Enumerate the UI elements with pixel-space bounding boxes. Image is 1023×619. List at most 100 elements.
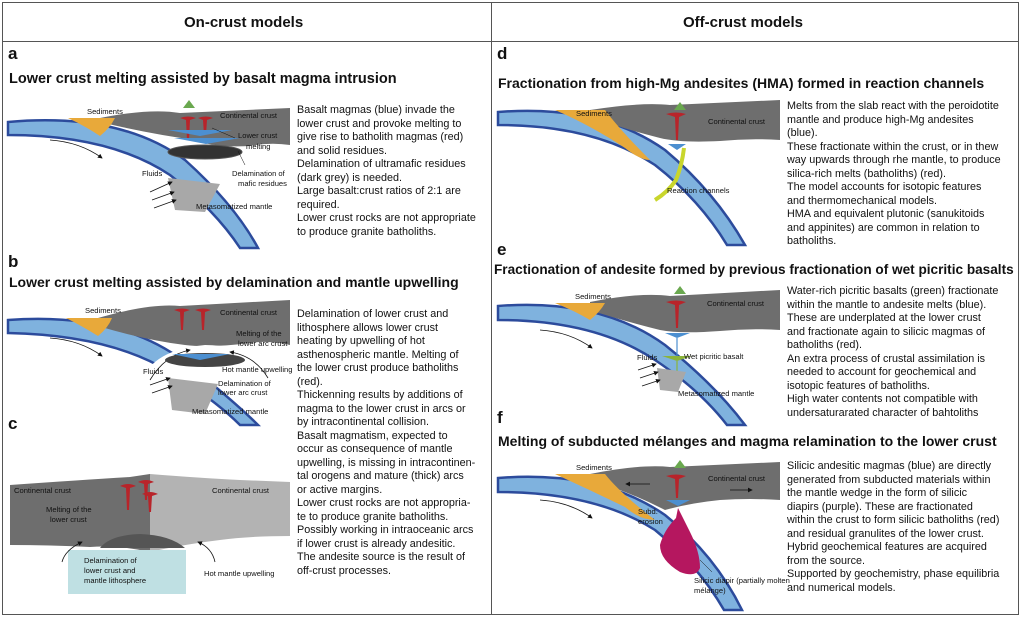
hot-mantle-arrow [197,541,216,563]
continental-crust [590,462,780,510]
header-divider [2,41,1019,42]
volcano [674,286,686,294]
metasomatized-mantle-block [168,178,220,212]
fluid-arrow [151,385,173,394]
label-melting-arc: Melting of the [236,329,282,338]
fluid-arrow [149,181,173,193]
label-delamination-2: lower crust and [84,566,136,575]
fluid-arrow [149,377,171,386]
label-subd-erosion-2: erosion [638,517,663,526]
sediment-wedge [555,474,655,520]
sediment-wedge [555,303,605,320]
sediment-wedge [68,118,115,136]
label-hot-mantle: Hot mantle upwelling [204,569,275,578]
panel-f-diagram: Sediments Continental crust Subd. erosio… [496,460,790,612]
hma-blue [668,144,686,150]
label-delamination-2: lower arc crust [218,388,268,397]
label-delamination-3: mantle lithosphere [84,576,146,585]
label-delamination: Delamination of [218,379,272,388]
panel-title-f: Melting of subducted mélanges and magma … [498,433,997,449]
continental-crust-left [10,474,150,552]
panel-title-d: Fractionation from high-Mg andesites (HM… [498,75,985,91]
picritic-basalt-green [662,356,692,361]
batholith-red [666,300,686,328]
batholith-red [142,492,158,512]
label-silicic-diapir-2: mélange) [694,586,726,595]
silicic-diapir [660,508,700,575]
panel-description-d: Melts from the slab react with the peroi… [787,100,1001,247]
continental-crust [100,108,290,147]
volcano [674,102,686,110]
panel-description-e: Water-rich picritic basalts (green) frac… [787,285,999,419]
column-divider [491,3,492,615]
batholith-red [138,480,154,500]
label-continental-crust: Continental crust [708,474,766,483]
leader-line [237,150,246,166]
panel-c-diagram: Continental crust Continental crust Melt… [10,474,290,594]
volcano [674,460,686,468]
batholith-red [666,474,686,498]
metasomatized-mantle-block [657,368,686,392]
label-lower-crust-melting: Lower crust [238,131,278,140]
label-delamination: Delamination of [84,556,138,565]
slab-motion-arrow [49,337,103,357]
batholith-red [180,116,196,140]
batholith-red [198,116,213,135]
batholith-red [120,484,136,510]
panel-e-diagram: Sediments Continental crust Fluids Wet p… [496,286,780,427]
label-metasomatized-mantle: Metasomatized mantle [192,407,268,416]
label-sediments: Sediments [85,306,121,315]
header-on-crust: On-crust models [184,14,304,31]
sediment-wedge [66,318,112,336]
panel-title-b: Lower crust melting assisted by delamina… [9,274,459,290]
panel-b-diagram: Sediments Continental crust Melting of t… [6,300,293,427]
leader-line [699,559,713,573]
label-metasomatized-mantle: Metasomatized mantle [678,389,754,398]
label-fluids: Fluids [143,367,163,376]
panel-letter-f: f [497,408,503,427]
label-melting: Melting of the [46,505,92,514]
label-subd-erosion: Subd. [638,507,658,516]
label-continental-crust: Continental crust [220,111,278,120]
label-continental-crust: Continental crust [220,308,278,317]
fluid-arrow [639,370,659,379]
panel-title-e: Fractionation of andesite formed by prev… [494,262,1014,277]
label-sediments: Sediments [576,109,612,118]
slab-motion-arrow [539,329,593,349]
panel-description-b: Delamination of lower crust and lithosph… [297,308,476,577]
label-delamination-2: mafic residues [238,179,287,188]
label-continental-crust: Continental crust [708,117,766,126]
label-fluids: Fluids [637,353,657,362]
label-lower-crust-melting-2: melting [246,142,270,151]
label-continental-crust: Continental crust [707,299,765,308]
panel-title-a: Lower crust melting assisted by basalt m… [9,71,397,87]
panel-letter-a: a [8,44,18,63]
continental-crust [590,290,780,333]
continental-crust-right [150,474,290,552]
panel-a-diagram: Sediments Continental crust Lower crust … [6,100,290,250]
continental-crust [98,300,290,347]
label-continental-crust-right: Continental crust [212,486,270,495]
label-wet-picritic-basalt: Wet picritic basalt [684,352,744,361]
fluid-arrow [637,362,657,371]
label-silicic-diapir: Silicic diapir (partially molten [694,576,790,585]
delamination-body [100,534,185,548]
sediment-wedge [555,110,650,160]
delamination-box [68,550,186,594]
andesite-blue [666,500,690,506]
label-continental-crust-left: Continental crust [14,486,72,495]
header-off-crust: Off-crust models [683,14,804,31]
panel-letter-b: b [8,252,19,271]
fluid-arrow [151,191,175,201]
continental-crust [590,100,780,142]
panel-description-a: Basalt magmas (blue) invade the lower cr… [297,104,476,238]
metasomatized-mantle-block [168,378,218,414]
fluid-arrow [641,378,661,387]
mafic-residue-lens [167,144,243,160]
label-melting-arc-2: lower arc crust [238,339,288,348]
fluid-arrow [153,199,177,209]
slab-motion-arrow [49,139,103,159]
label-delamination: Delamination of [232,169,286,178]
